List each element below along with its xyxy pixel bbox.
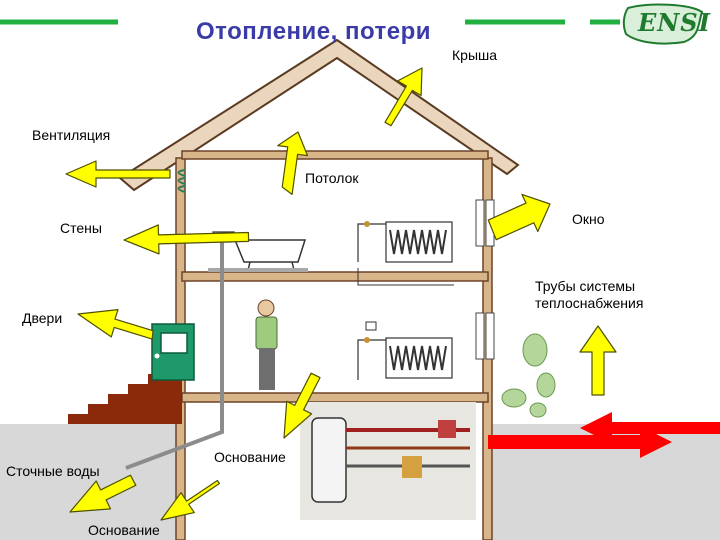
label-pipes-line-2: теплоснабжения [535, 295, 644, 311]
label-sewage: Сточные воды [6, 463, 100, 479]
label-foundation-inner: Основание [214, 449, 286, 465]
arrow-ceiling [277, 131, 309, 195]
arrow-pipe-return [580, 412, 720, 444]
ventilation-grille [177, 169, 186, 193]
label-roof: Крыша [452, 47, 498, 63]
sewage-pipe [125, 242, 224, 470]
boiler-room [300, 402, 476, 520]
logo-leaf-icon [622, 3, 704, 45]
label-doors: Двери [22, 310, 63, 326]
arrow-walls [123, 224, 250, 255]
door-window [160, 332, 188, 354]
arrow-window [487, 193, 551, 241]
label-window: Окно [572, 211, 605, 227]
logo-text: ENSI [638, 8, 711, 37]
arrow-sewage [69, 474, 137, 513]
label-ventilation: Вентиляция [32, 127, 111, 143]
radiator-lower [357, 337, 453, 380]
arrow-roof [384, 67, 423, 127]
window-lower [475, 312, 495, 360]
heating-riser-pipe [357, 268, 454, 286]
roof [118, 38, 520, 192]
heating-pipe-arrows [488, 412, 720, 458]
label-walls: Стены [60, 220, 102, 236]
arrow-ventilation [65, 160, 171, 188]
stairs [68, 374, 182, 424]
thermostat [365, 321, 377, 331]
door-knob [154, 353, 160, 359]
arrow-pipe-supply [488, 426, 672, 458]
label-pipes-line-1: Трубы системы [535, 278, 636, 294]
arrow-doors [77, 309, 154, 340]
ensi-logo: ENSI [620, 2, 710, 46]
shrub [501, 333, 556, 418]
arrow-pipes-up [579, 325, 617, 396]
label-foundation-outer: Основание [88, 522, 160, 538]
radiator-upper [357, 221, 453, 263]
person-figure [255, 299, 278, 390]
arrow-basement [283, 372, 321, 439]
arrow-foundation [160, 479, 220, 521]
page-title: Отопление, потери [196, 18, 432, 45]
bathtub [208, 239, 308, 272]
label-ceiling: Потолок [305, 170, 359, 186]
